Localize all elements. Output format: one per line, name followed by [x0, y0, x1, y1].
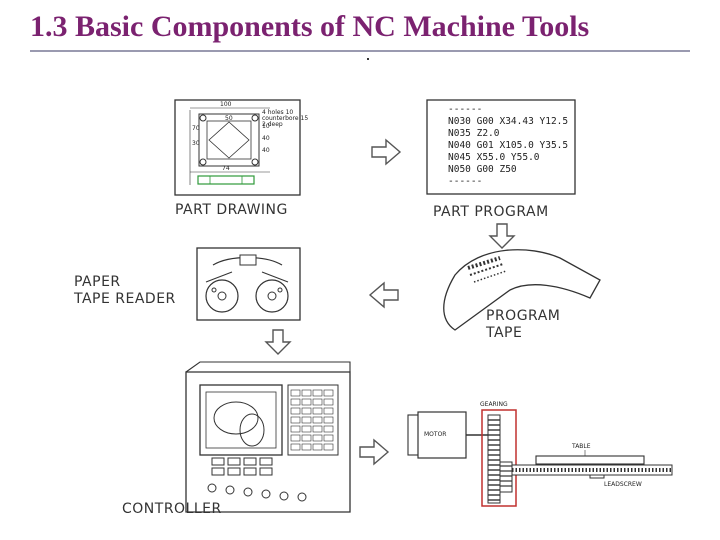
motor-label: MOTOR — [424, 431, 446, 438]
dim-74: 74 — [222, 165, 230, 172]
note-holes: 4 holes 10 — [262, 109, 293, 116]
program-line-6: ------ — [448, 176, 482, 187]
arrow-right-1 — [371, 139, 401, 165]
gearing-label: GEARING — [480, 401, 508, 408]
tape-reader-label-1: PAPER — [74, 274, 121, 290]
program-line-1: N030 G00 X34.43 Y12.5 — [448, 116, 568, 127]
dim-30: 30 — [192, 140, 200, 147]
part-drawing-label: PART DRAWING — [175, 202, 288, 218]
title-underline — [30, 50, 690, 52]
tape-reader-label-2: TAPE READER — [73, 291, 176, 307]
program-line-3: N040 G01 X105.0 Y35.5 — [448, 140, 568, 151]
note-counterbore: counterbore 15 — [262, 115, 308, 122]
arrow-down-2 — [265, 329, 291, 355]
program-line-0: ------ — [448, 104, 482, 115]
program-line-4: N045 X55.0 Y55.0 — [448, 152, 540, 163]
leadscrew-label: LEADSCREW — [604, 481, 642, 488]
dim-40b: 40 — [262, 147, 270, 154]
page-title: 1.3 Basic Components of NC Machine Tools — [30, 10, 590, 43]
arrow-down-1 — [489, 223, 515, 249]
note-deep: 2 deep — [262, 121, 283, 128]
arrow-left-1 — [369, 282, 399, 308]
dim-100: 100 — [220, 101, 232, 108]
program-line-5: N050 G00 Z50 — [448, 164, 517, 175]
program-tape-label-2: TAPE — [485, 325, 522, 341]
part-program: ------ N030 G00 X34.43 Y12.5 N035 Z2.0 N… — [426, 99, 576, 195]
program-line-2: N035 Z2.0 — [448, 128, 500, 139]
program-tape-label-1: PROGRAM — [486, 308, 560, 324]
paper-tape-reader — [196, 247, 301, 321]
table-label: TABLE — [571, 443, 591, 450]
controller-label: CONTROLLER — [122, 501, 222, 517]
dim-10: 10 — [262, 123, 270, 130]
dim-40a: 40 — [262, 135, 270, 142]
controller — [185, 361, 351, 513]
dim-50: 50 — [225, 115, 233, 122]
stray-dot — [367, 58, 369, 60]
part-drawing: 100 50 70 30 74 10 40 40 4 holes 10 coun… — [174, 99, 308, 196]
machine-tool: MOTOR GEARING TABLE LEADSCREW — [407, 401, 673, 507]
program-tape — [443, 249, 601, 331]
arrow-right-2 — [359, 439, 389, 465]
dim-70: 70 — [192, 125, 200, 132]
part-program-label: PART PROGRAM — [433, 204, 549, 220]
